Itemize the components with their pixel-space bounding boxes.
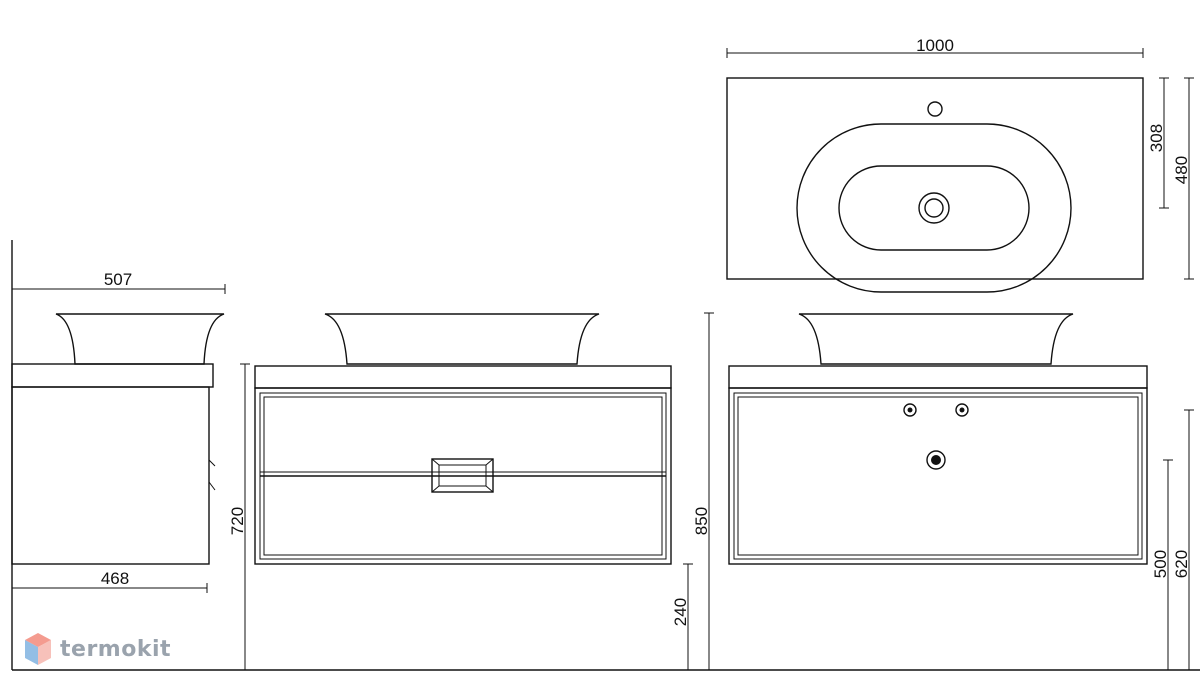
tap-hole	[927, 101, 943, 117]
dim-label-720: 720	[228, 507, 247, 535]
dim-label-468: 468	[101, 569, 129, 588]
front-view: 720 240 850	[228, 312, 714, 670]
rear-frame-inner	[737, 396, 1139, 556]
side-handle	[208, 459, 216, 491]
bowl-drain	[918, 192, 950, 224]
side-view: 507 468	[11, 270, 226, 594]
rear-view: 500 620	[728, 313, 1194, 670]
top-bowl-inner	[838, 165, 1030, 251]
front-countertop	[254, 365, 672, 389]
watermark: termokit	[24, 632, 171, 666]
top-countertop	[726, 77, 1144, 280]
drain-outlet	[926, 450, 946, 470]
rear-frame-outer	[733, 392, 1143, 560]
drawer-handle	[431, 458, 494, 493]
rear-cabinet	[728, 387, 1148, 565]
top-view: 1000 308 480	[726, 36, 1194, 293]
dim-label-850: 850	[692, 507, 711, 535]
side-countertop	[11, 363, 214, 388]
front-bowl	[324, 313, 600, 365]
top-bowl-outer	[796, 123, 1072, 293]
watermark-text: termokit	[60, 636, 172, 662]
dim-label-620: 620	[1172, 550, 1191, 578]
dim-label-480: 480	[1172, 156, 1191, 184]
side-bowl	[55, 313, 225, 365]
bowl-drain-inner	[924, 198, 944, 218]
dim-label-507: 507	[104, 270, 132, 289]
water-inlet-right	[955, 403, 969, 417]
rear-countertop	[728, 365, 1148, 389]
front-cabinet	[254, 387, 672, 565]
dim-label-240: 240	[671, 598, 690, 626]
dim-label-308: 308	[1147, 124, 1166, 152]
termokit-logo-icon	[25, 633, 51, 665]
rear-bowl	[798, 313, 1074, 365]
dim-label-500: 500	[1151, 550, 1170, 578]
dim-label-1000: 1000	[916, 36, 954, 55]
side-cabinet	[11, 386, 210, 565]
water-inlet-left	[903, 403, 917, 417]
